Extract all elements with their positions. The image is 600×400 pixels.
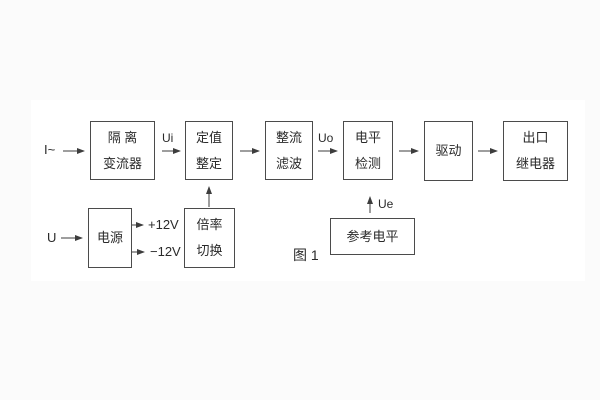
signal-input-current: I~ (44, 142, 56, 157)
block-label: 驱动 (435, 143, 462, 158)
block-driver: 驱动 (424, 121, 473, 181)
block-label: 出口 (522, 130, 549, 145)
block-output-relay: 出口 继电器 (503, 121, 568, 181)
block-ratio-switch: 倍率 切换 (184, 208, 235, 268)
signal-input-voltage: U (47, 230, 57, 245)
figure-caption: 图 1 (293, 247, 319, 263)
block-isolation-transformer: 隔 离 变流器 (90, 121, 155, 180)
block-label: 定值 (195, 129, 222, 145)
block-label: 切换 (196, 243, 223, 258)
block-label: 电平 (354, 129, 381, 145)
block-level-detector: 电平 检测 (343, 121, 393, 180)
block-label: 整流 (275, 129, 302, 145)
block-label: 倍率 (196, 217, 223, 232)
block-reference-level: 参考电平 (330, 218, 415, 255)
signal-minus-12v: −12V (150, 244, 181, 259)
block-power-supply: 电源 (88, 208, 132, 268)
signal-plus-12v: +12V (148, 217, 179, 232)
block-setpoint-adjust: 定值 整定 (185, 121, 233, 180)
block-label: 隔 离 (107, 129, 138, 145)
block-label: 检测 (354, 155, 381, 171)
block-label: 滤波 (275, 155, 302, 171)
signal-uo: Uo (318, 131, 334, 145)
signal-ue: Ue (378, 197, 394, 211)
block-label: 变流器 (102, 155, 142, 171)
block-rectifier-filter: 整流 滤波 (265, 121, 313, 180)
block-label: 电源 (96, 230, 123, 245)
block-label: 参考电平 (346, 228, 399, 244)
block-label: 整定 (195, 155, 222, 171)
signal-ui: Ui (162, 131, 174, 145)
block-label: 继电器 (515, 156, 555, 171)
